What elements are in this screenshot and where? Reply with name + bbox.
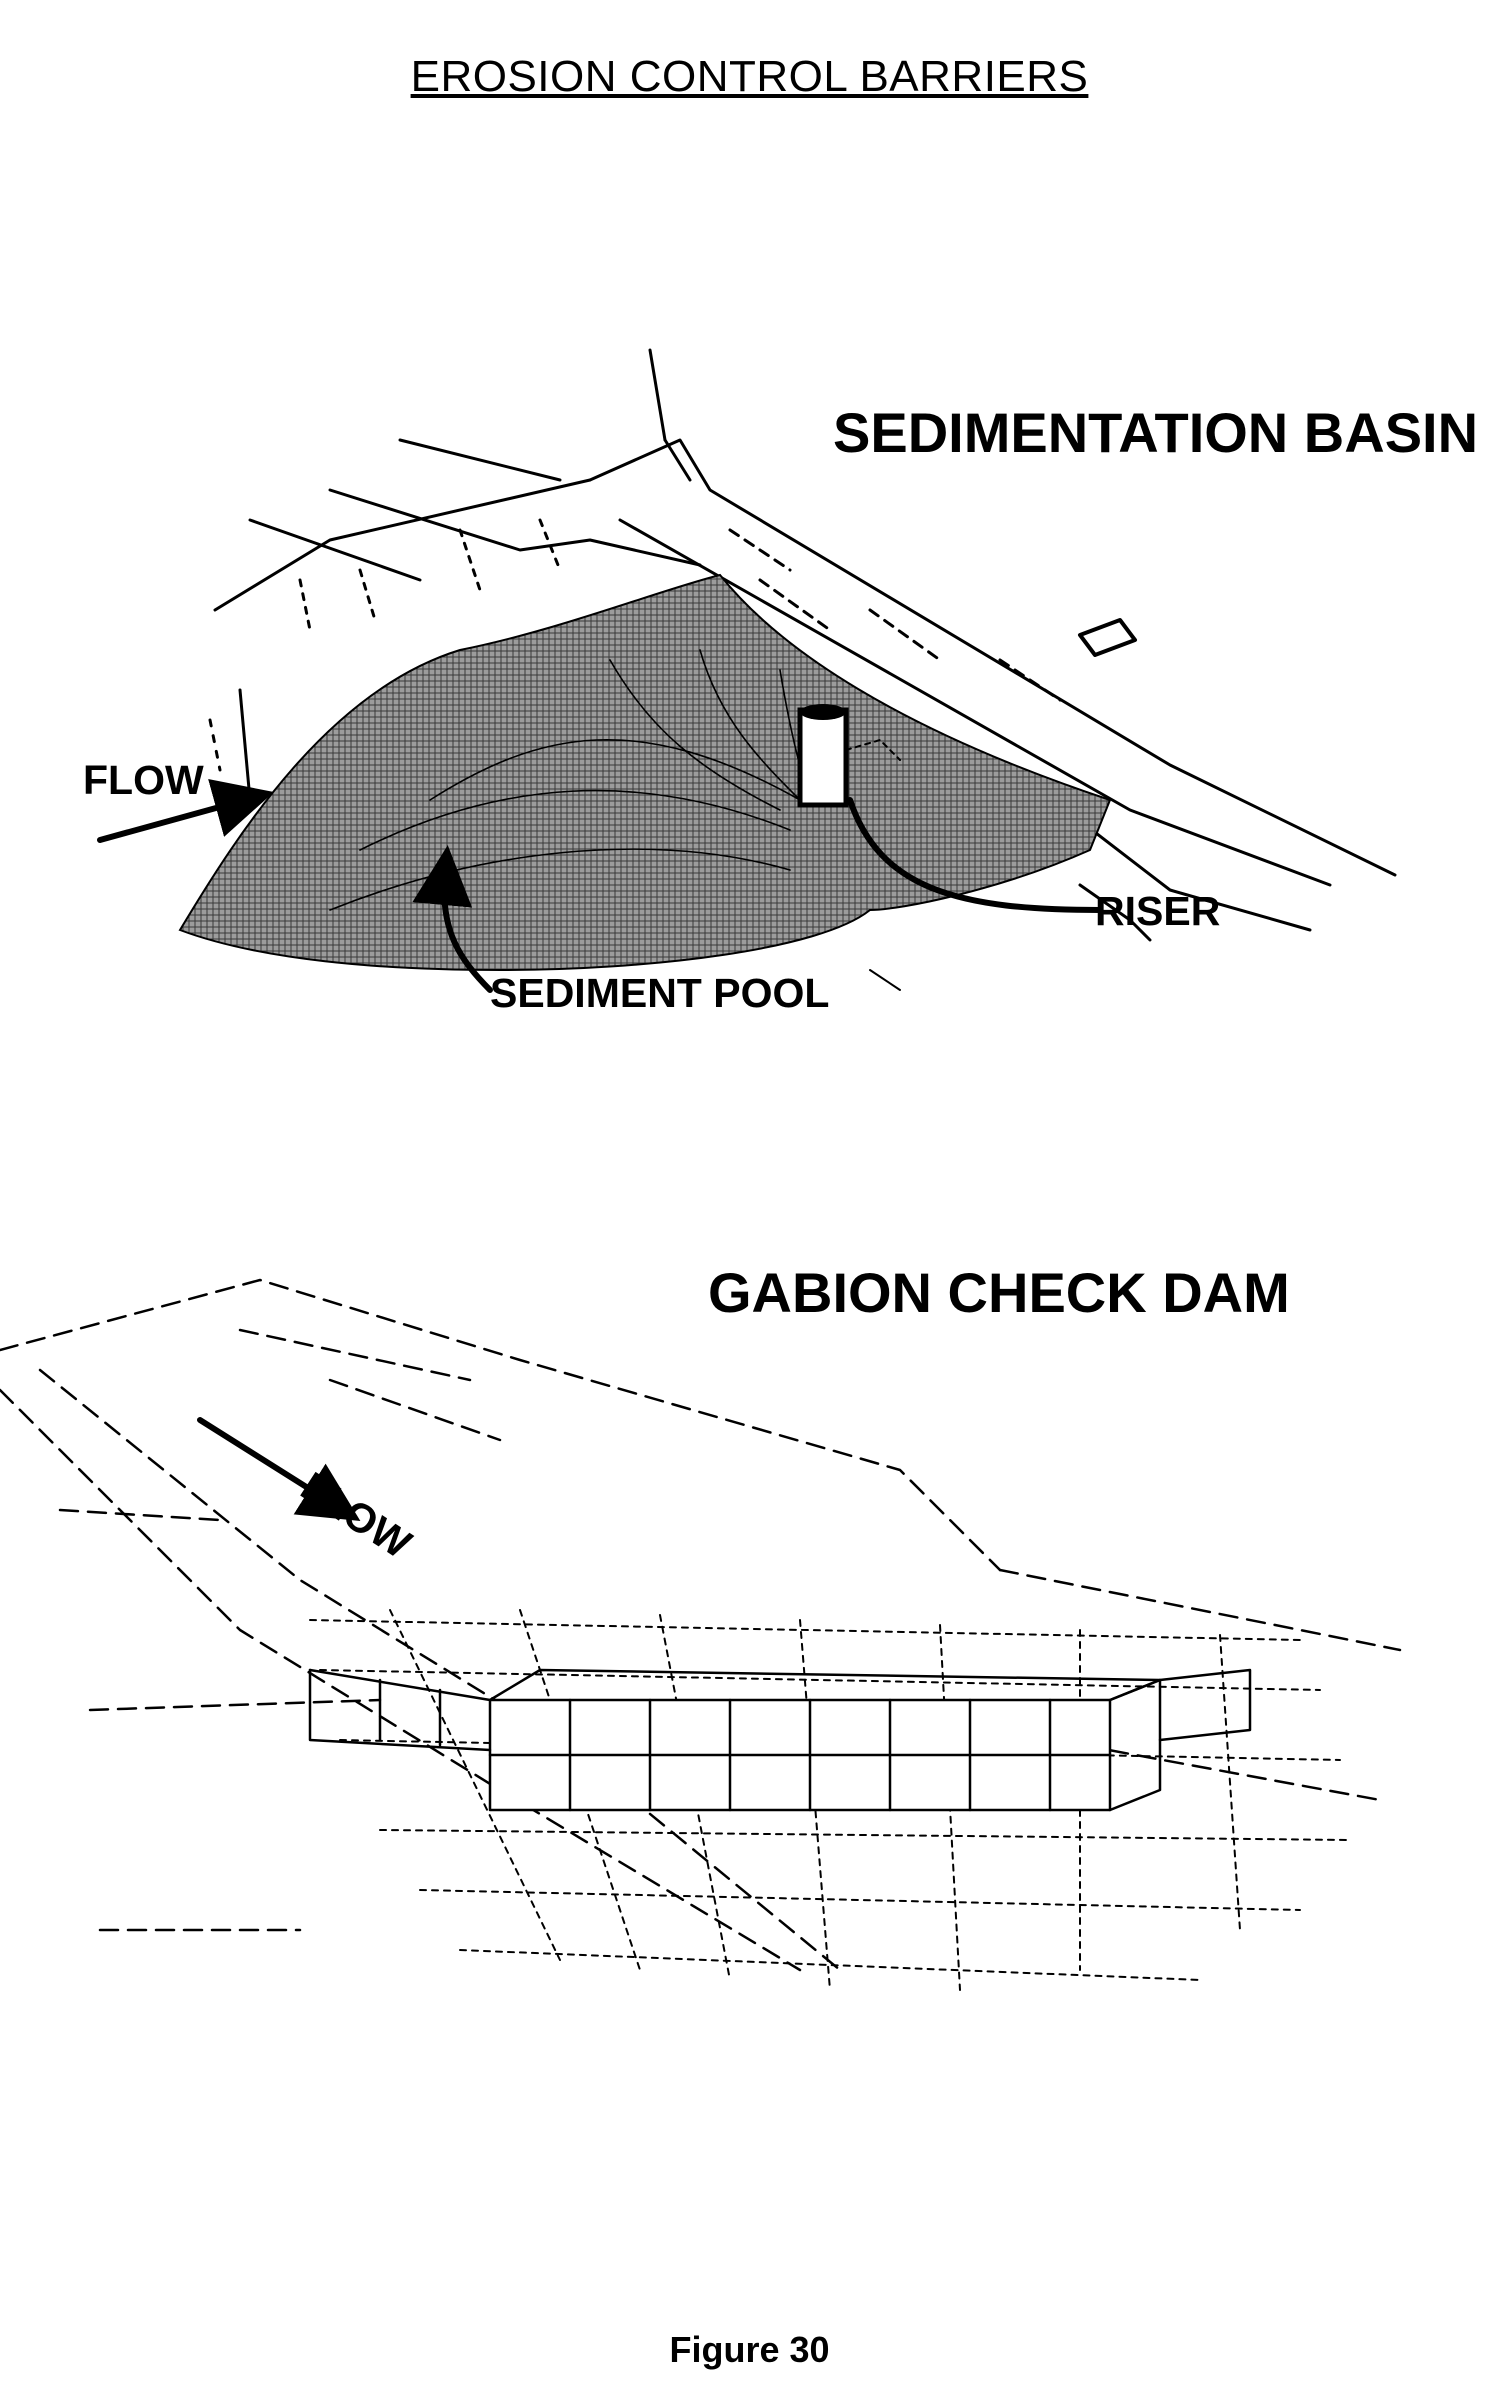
page-title: EROSION CONTROL BARRIERS	[410, 52, 1089, 101]
sedimentation-basin-title: SEDIMENTATION BASIN	[833, 401, 1479, 464]
gabion-check-dam-title: GABION CHECK DAM	[708, 1261, 1290, 1324]
sedimentation-basin-drawing	[97, 348, 1397, 993]
gabion-check-dam-drawing	[0, 1278, 1402, 1991]
dam-flow-arrow	[197, 1417, 361, 1521]
figure-caption: Figure 30	[669, 2329, 830, 2370]
sediment-pool	[178, 573, 1112, 972]
basin-flow-label: FLOW	[83, 757, 204, 803]
riser-label: RISER	[1095, 888, 1221, 934]
riser-structure	[797, 704, 901, 808]
pool-drainage-lines	[329, 649, 811, 911]
sediment-pool-leader	[412, 845, 493, 993]
riser-leader	[847, 797, 1103, 913]
sediment-pool-label: SEDIMENT POOL	[490, 970, 830, 1016]
channel-banks	[0, 1278, 1402, 1972]
gabion-wall	[308, 1668, 1252, 1812]
basin-flow-arrow	[97, 779, 274, 843]
